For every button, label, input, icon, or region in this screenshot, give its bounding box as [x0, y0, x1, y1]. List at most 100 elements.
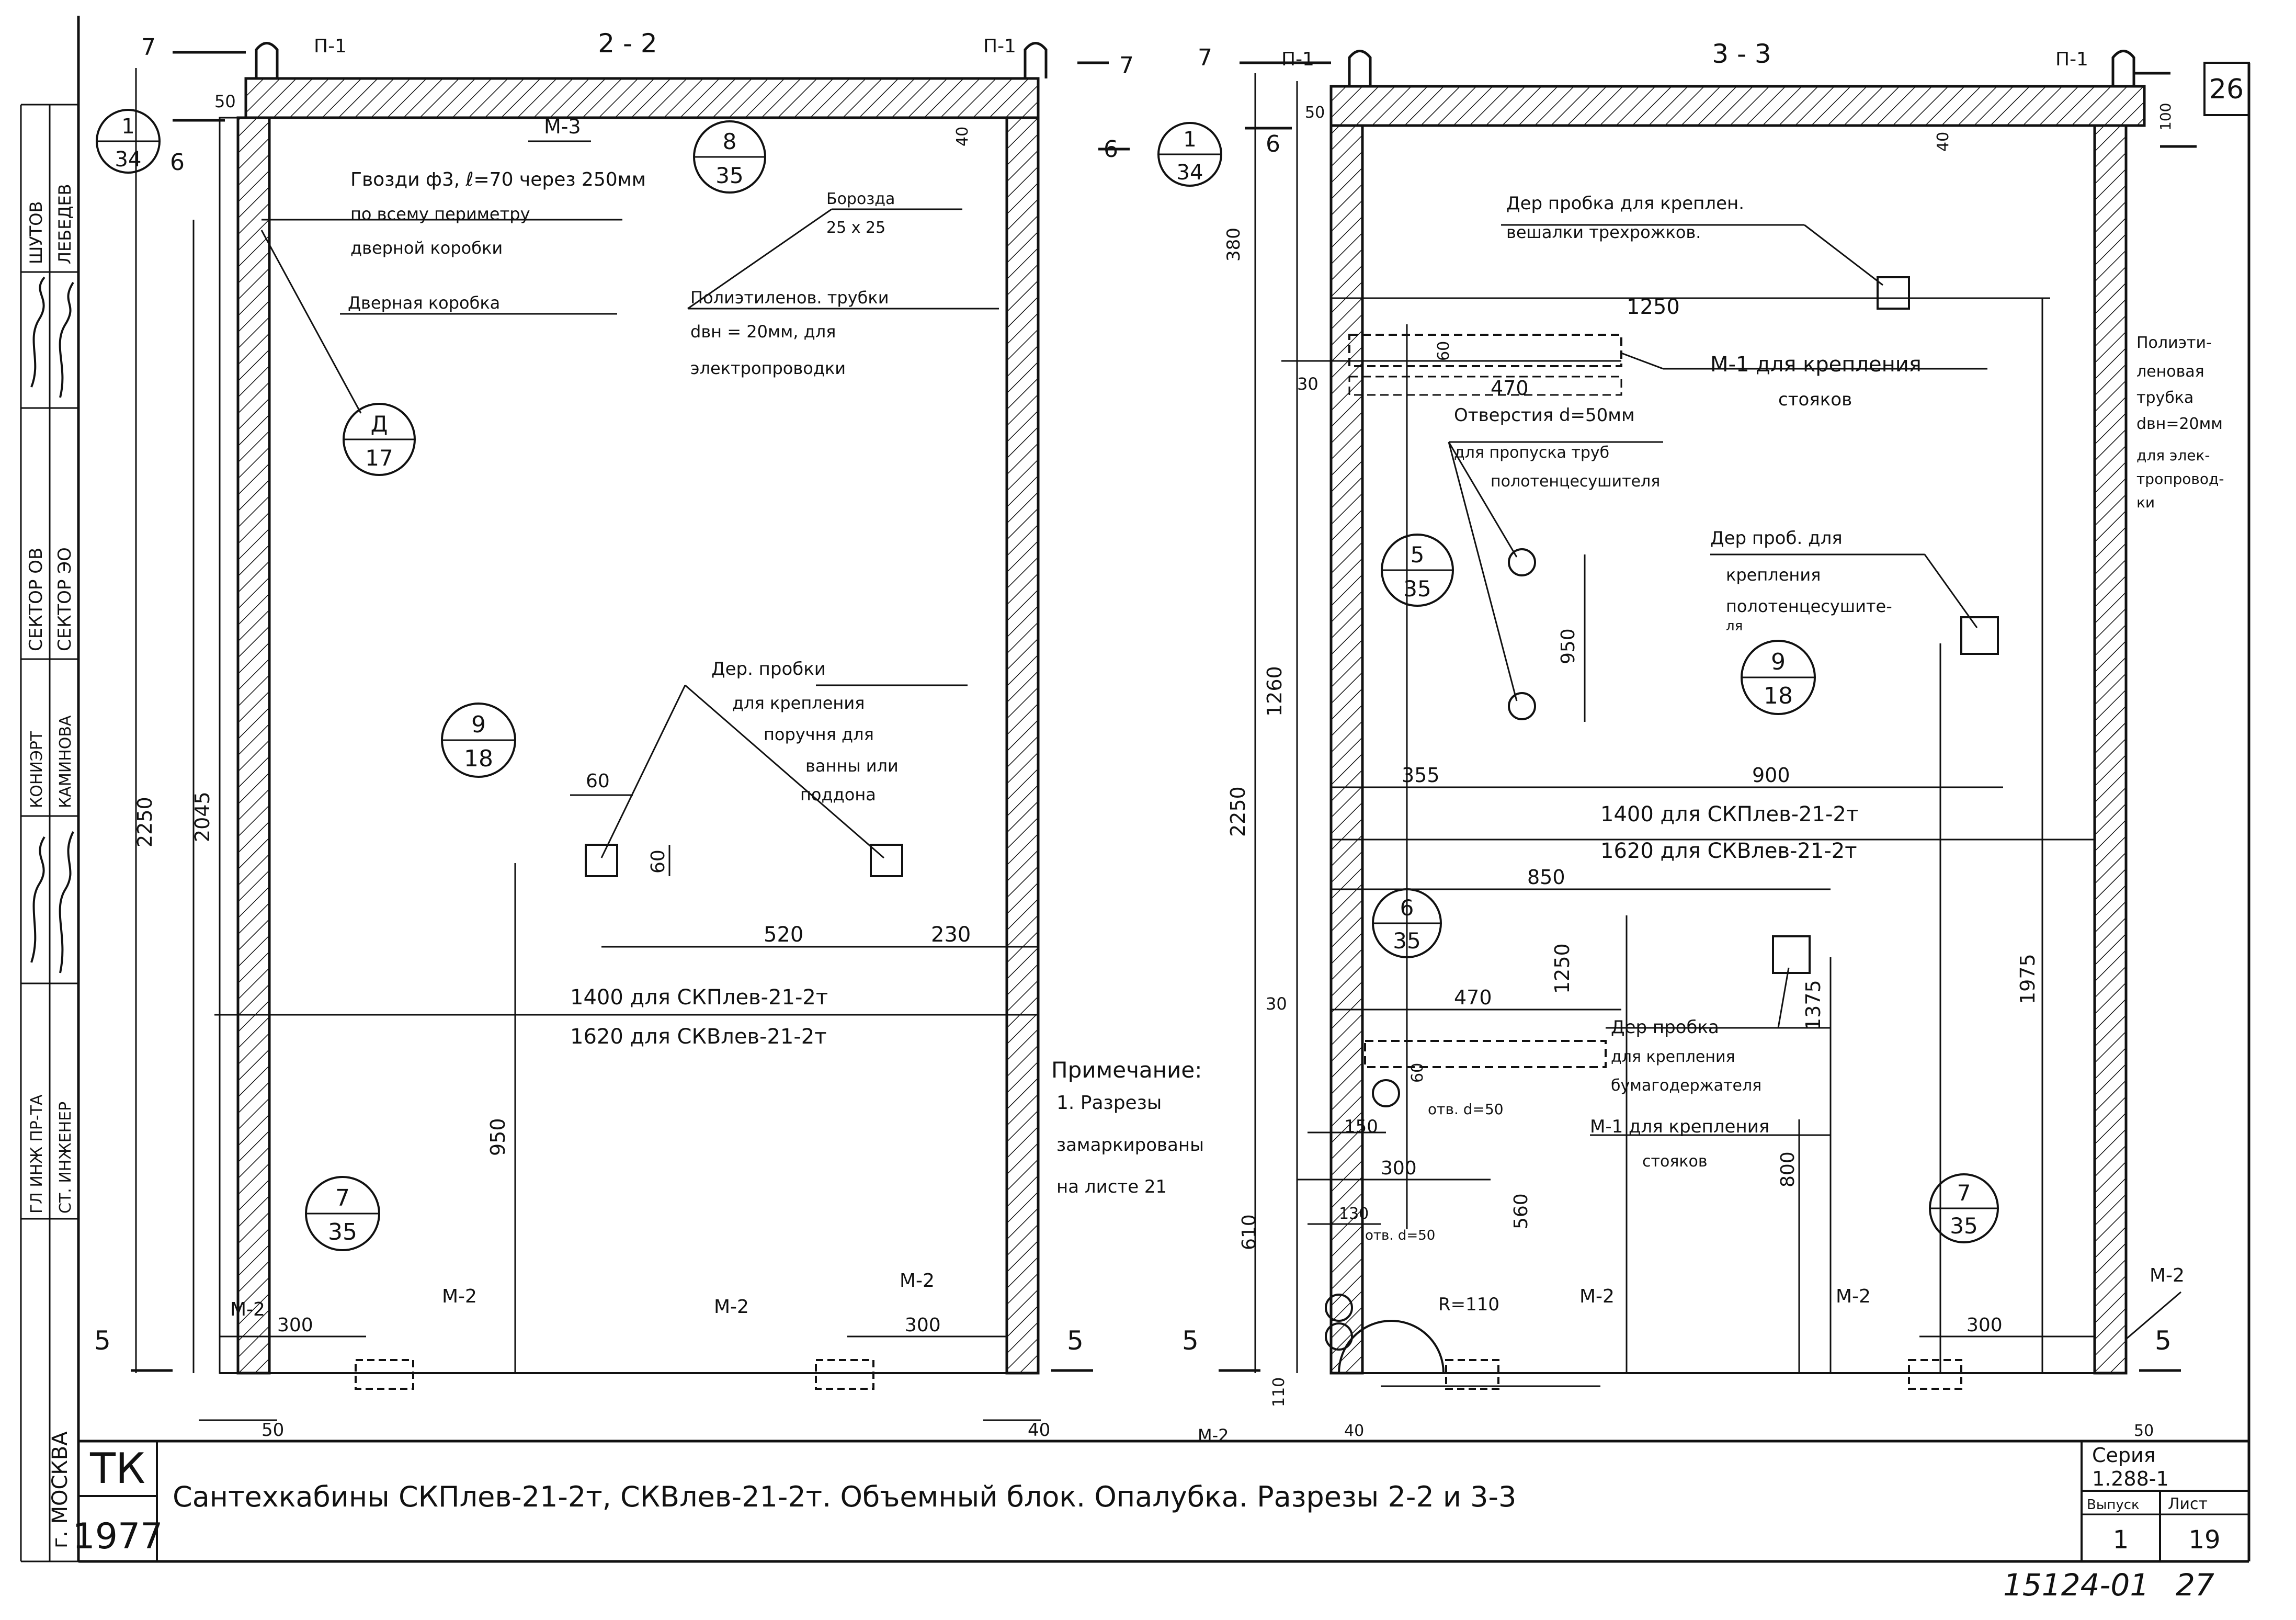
rdim-850: 850 [1527, 866, 1565, 889]
radius-label: R=110 [1438, 1294, 1499, 1315]
callout-9-18-right: 9 18 [1741, 640, 1816, 715]
stamp-city: г. МОСКВА [48, 1431, 72, 1548]
svg-text:35: 35 [1950, 1213, 1977, 1239]
tube-label-5: для элек- [2136, 447, 2210, 464]
rdim-800: 800 [1777, 1151, 1799, 1187]
left-stamp [20, 104, 78, 1562]
rdim-130: 130 [1339, 1205, 1369, 1223]
mark-7-b: 7 [1119, 52, 1134, 79]
svg-text:7: 7 [335, 1185, 350, 1211]
hanger-label-1: Дер пробка для креплен. [1506, 193, 1744, 214]
callout-9-18-left: 9 18 [441, 703, 516, 778]
svg-text:34: 34 [1177, 161, 1203, 185]
left-p1-label-b: П-1 [983, 36, 1016, 57]
rmark-6: 6 [1266, 131, 1280, 157]
dim-300-a: 300 [277, 1315, 313, 1336]
right-m2-b: М-2 [1836, 1286, 1871, 1307]
dim-60-b: 60 [647, 849, 669, 874]
title-issue: 1 [2113, 1525, 2129, 1555]
svg-text:5: 5 [1411, 542, 1425, 568]
mark-6-a: 6 [170, 149, 185, 176]
section-2-2 [131, 42, 1130, 1421]
svg-text:18: 18 [1764, 683, 1793, 709]
svg-text:35: 35 [1393, 928, 1420, 954]
archive-code: 15124-01 [2003, 1567, 2149, 1603]
holes-label-3: полотенцесушителя [1491, 472, 1660, 491]
plugs-label-5: поддона [800, 785, 876, 805]
rdim-1250-v: 1250 [1551, 943, 1574, 994]
svg-text:35: 35 [715, 163, 743, 188]
towel-label-2: крепления [1726, 565, 1821, 585]
svg-text:17: 17 [365, 445, 393, 471]
callout-1-34-left: 1 34 [96, 109, 161, 174]
rdim-2250: 2250 [1226, 786, 1249, 837]
left-m2-a: М-2 [230, 1299, 265, 1320]
callout-1-34-right: 1 34 [1157, 122, 1222, 187]
section-3-3 [1219, 50, 2197, 1390]
rdim-40-b: 40 [1344, 1422, 1364, 1440]
right-m2-a: М-2 [1579, 1286, 1615, 1307]
tube-label-4: dвн=20мм [2136, 415, 2223, 433]
dim-520: 520 [764, 923, 803, 947]
rdim-300-b: 300 [1967, 1315, 2003, 1336]
right-width-1: 1400 для СКПлев-21-2т [1600, 802, 1858, 826]
callout-8-35: 8 35 [693, 120, 766, 194]
svg-text:35: 35 [328, 1219, 357, 1245]
callout-7-35-right: 7 35 [1929, 1173, 1999, 1243]
left-m2-b: М-2 [442, 1286, 477, 1307]
title-main: Сантехкабины СКПлев-21-2т, СКВлев-21-2т.… [173, 1480, 1516, 1513]
stamp-role-4: КАМИНОВА [56, 715, 75, 808]
plugs-label-3: поручня для [764, 724, 874, 744]
title-year: 1977 [72, 1516, 163, 1557]
rdim-560: 560 [1510, 1193, 1532, 1229]
note-line-3: на листе 21 [1056, 1176, 1167, 1197]
rmark-5-a: 5 [1182, 1326, 1199, 1356]
left-m2-c: М-2 [714, 1296, 749, 1318]
callout-d-17: Д 17 [343, 403, 416, 476]
mark-5-b: 5 [1067, 1326, 1084, 1356]
nails-note-3: дверной коробки [350, 238, 503, 258]
holes-label-1: Отверстия d=50мм [1454, 405, 1635, 426]
stamp-role-1: ГЛ ИНЖ ПР-ТА [28, 1094, 46, 1214]
sheet-frame [77, 16, 2250, 1563]
rdim-150: 150 [1344, 1116, 1378, 1137]
title-issue-label: Выпуск [2087, 1497, 2140, 1513]
rdim-1250: 1250 [1627, 295, 1680, 319]
note-heading: Примечание: [1051, 1057, 1202, 1083]
plugs-label-1: Дер. пробки [711, 659, 826, 679]
rmark-7: 7 [1198, 44, 1212, 71]
rdim-1975: 1975 [2016, 954, 2039, 1004]
paper-label-1: Дер пробка [1611, 1017, 1719, 1038]
tubes-label-3: электропроводки [690, 358, 846, 378]
rdim-30-b: 30 [1266, 994, 1287, 1014]
groove-label-1: Борозда [826, 190, 895, 208]
stamp-role-2: СТ. ИНЖЕНЕР [56, 1102, 75, 1214]
title-series-label: Серия [2092, 1444, 2156, 1467]
rdim-1260: 1260 [1263, 666, 1286, 717]
paper-label-2: для крепления [1611, 1048, 1735, 1066]
nails-note-1: Гвозди ф3, ℓ=70 через 250мм [350, 169, 646, 190]
tube-label-3: трубка [2136, 389, 2193, 407]
dim-300-b: 300 [905, 1315, 941, 1336]
m1-lower-label-2: стояков [1642, 1152, 1708, 1171]
tube-label-6: тропровод- [2136, 470, 2224, 488]
left-width-2: 1620 для СКВлев-21-2т [570, 1025, 827, 1049]
m1-upper-label-1: М-1 для крепления [1710, 353, 1922, 377]
callout-7-35-left: 7 35 [305, 1176, 380, 1251]
dim-60-a: 60 [586, 771, 610, 792]
note-line-1: 1. Разрезы [1056, 1092, 1162, 1114]
svg-text:9: 9 [471, 711, 486, 738]
towel-label-1: Дер проб. для [1710, 528, 1843, 549]
right-p1-label-a: П-1 [1281, 49, 1314, 70]
dim-40-a: 40 [953, 127, 972, 146]
m1-upper-label-2: стояков [1778, 389, 1852, 410]
dim-2045: 2045 [191, 791, 214, 842]
right-p1-label-b: П-1 [2055, 49, 2088, 70]
left-width-1: 1400 для СКПлев-21-2т [570, 985, 828, 1010]
dim-230: 230 [931, 923, 971, 947]
rdim-50-a: 50 [1305, 104, 1325, 122]
towel-label-3: полотенцесушите- [1726, 596, 1892, 616]
rdim-610: 610 [1238, 1214, 1260, 1250]
stamp-role-6: СЕКТОР ЭО [54, 547, 75, 651]
